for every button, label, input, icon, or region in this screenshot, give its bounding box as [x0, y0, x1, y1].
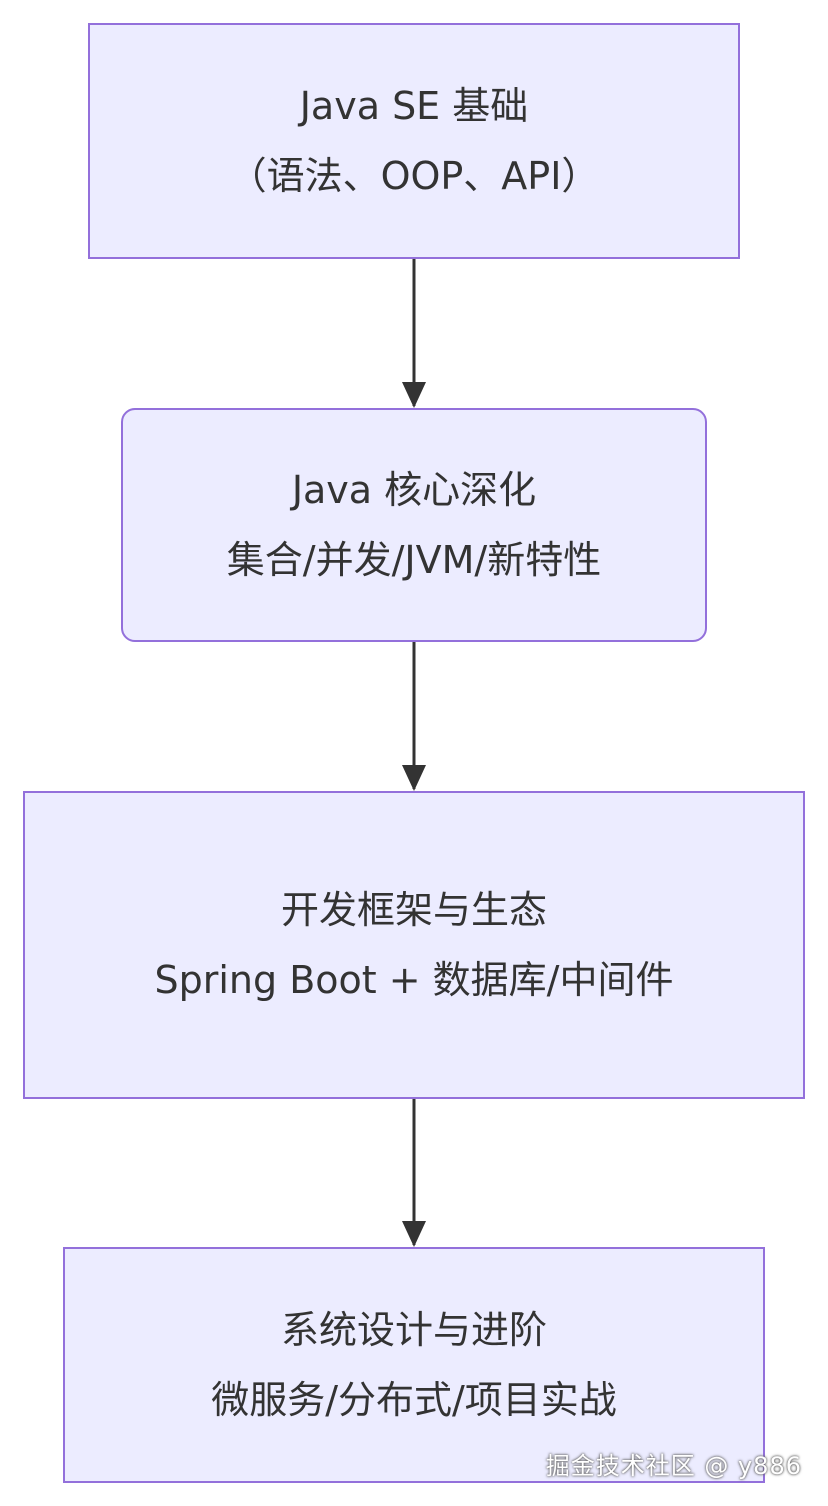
node-title: Java 核心深化: [291, 468, 537, 512]
edge-n2-n3-arrowhead: [402, 765, 426, 791]
node-title: Java SE 基础: [299, 84, 529, 128]
node-subtitle: Spring Boot + 数据库/中间件: [154, 958, 674, 1002]
node-java-core-deepening: Java 核心深化 集合/并发/JVM/新特性: [121, 408, 707, 642]
node-java-se-basics: Java SE 基础 （语法、OOP、API）: [88, 23, 740, 259]
node-subtitle: （语法、OOP、API）: [228, 154, 600, 198]
node-subtitle: 微服务/分布式/项目实战: [211, 1378, 617, 1422]
watermark: 掘金技术社区 @ y886: [545, 1452, 802, 1480]
edge-n3-n4-arrowhead: [402, 1221, 426, 1247]
node-title: 系统设计与进阶: [280, 1308, 547, 1352]
node-frameworks-ecosystem: 开发框架与生态 Spring Boot + 数据库/中间件: [23, 791, 805, 1099]
node-subtitle: 集合/并发/JVM/新特性: [226, 538, 602, 582]
node-system-design-advanced: 系统设计与进阶 微服务/分布式/项目实战: [63, 1247, 765, 1483]
node-title: 开发框架与生态: [280, 888, 547, 932]
edge-n1-n2-arrowhead: [402, 382, 426, 408]
